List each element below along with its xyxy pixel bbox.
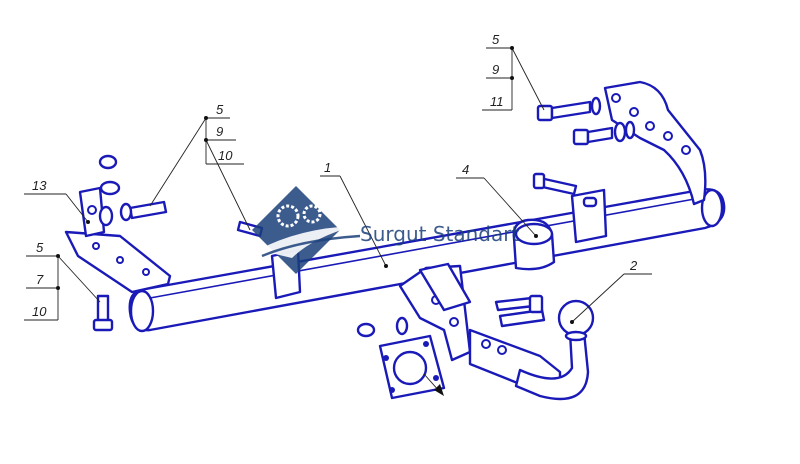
callout-label: 11 [490,94,504,109]
callout-top-right: 5 9 11 [482,32,545,111]
callout-label: 5 [36,240,44,255]
right-bracket [603,80,707,206]
callout-left-mid: 13 [24,178,90,224]
callout-left-low: 5 7 10 [24,240,101,321]
gear-icon [302,204,322,224]
callout-label: 10 [218,148,233,163]
callout-label: 13 [32,178,47,193]
callout-label: 5 [216,102,224,117]
callout-upper-left: 5 9 10 [149,102,251,231]
socket-plate [356,316,446,400]
callout-label: 1 [324,160,331,175]
watermark-logo: Surgut Standart [252,186,519,274]
callout-label: 4 [462,162,469,177]
callout-label: 7 [36,272,44,287]
callout-label: 5 [492,32,500,47]
callout-label: 9 [492,62,499,77]
watermark-text: Surgut Standart [360,222,519,246]
callout-ball: 2 [570,258,652,324]
socket-arrow [423,373,444,396]
socket-cover [512,218,556,271]
socket-bracket [532,172,608,244]
left-end-bracket [64,154,172,294]
gear-icon [276,204,300,228]
left-bottom-bolt [92,294,114,332]
callout-label: 2 [629,258,638,273]
callout-label: 9 [216,124,223,139]
callout-beam: 1 [320,160,388,268]
callout-label: 10 [32,304,47,319]
top-right-bolts [536,96,636,146]
callout-socket-cover: 4 [456,162,538,238]
